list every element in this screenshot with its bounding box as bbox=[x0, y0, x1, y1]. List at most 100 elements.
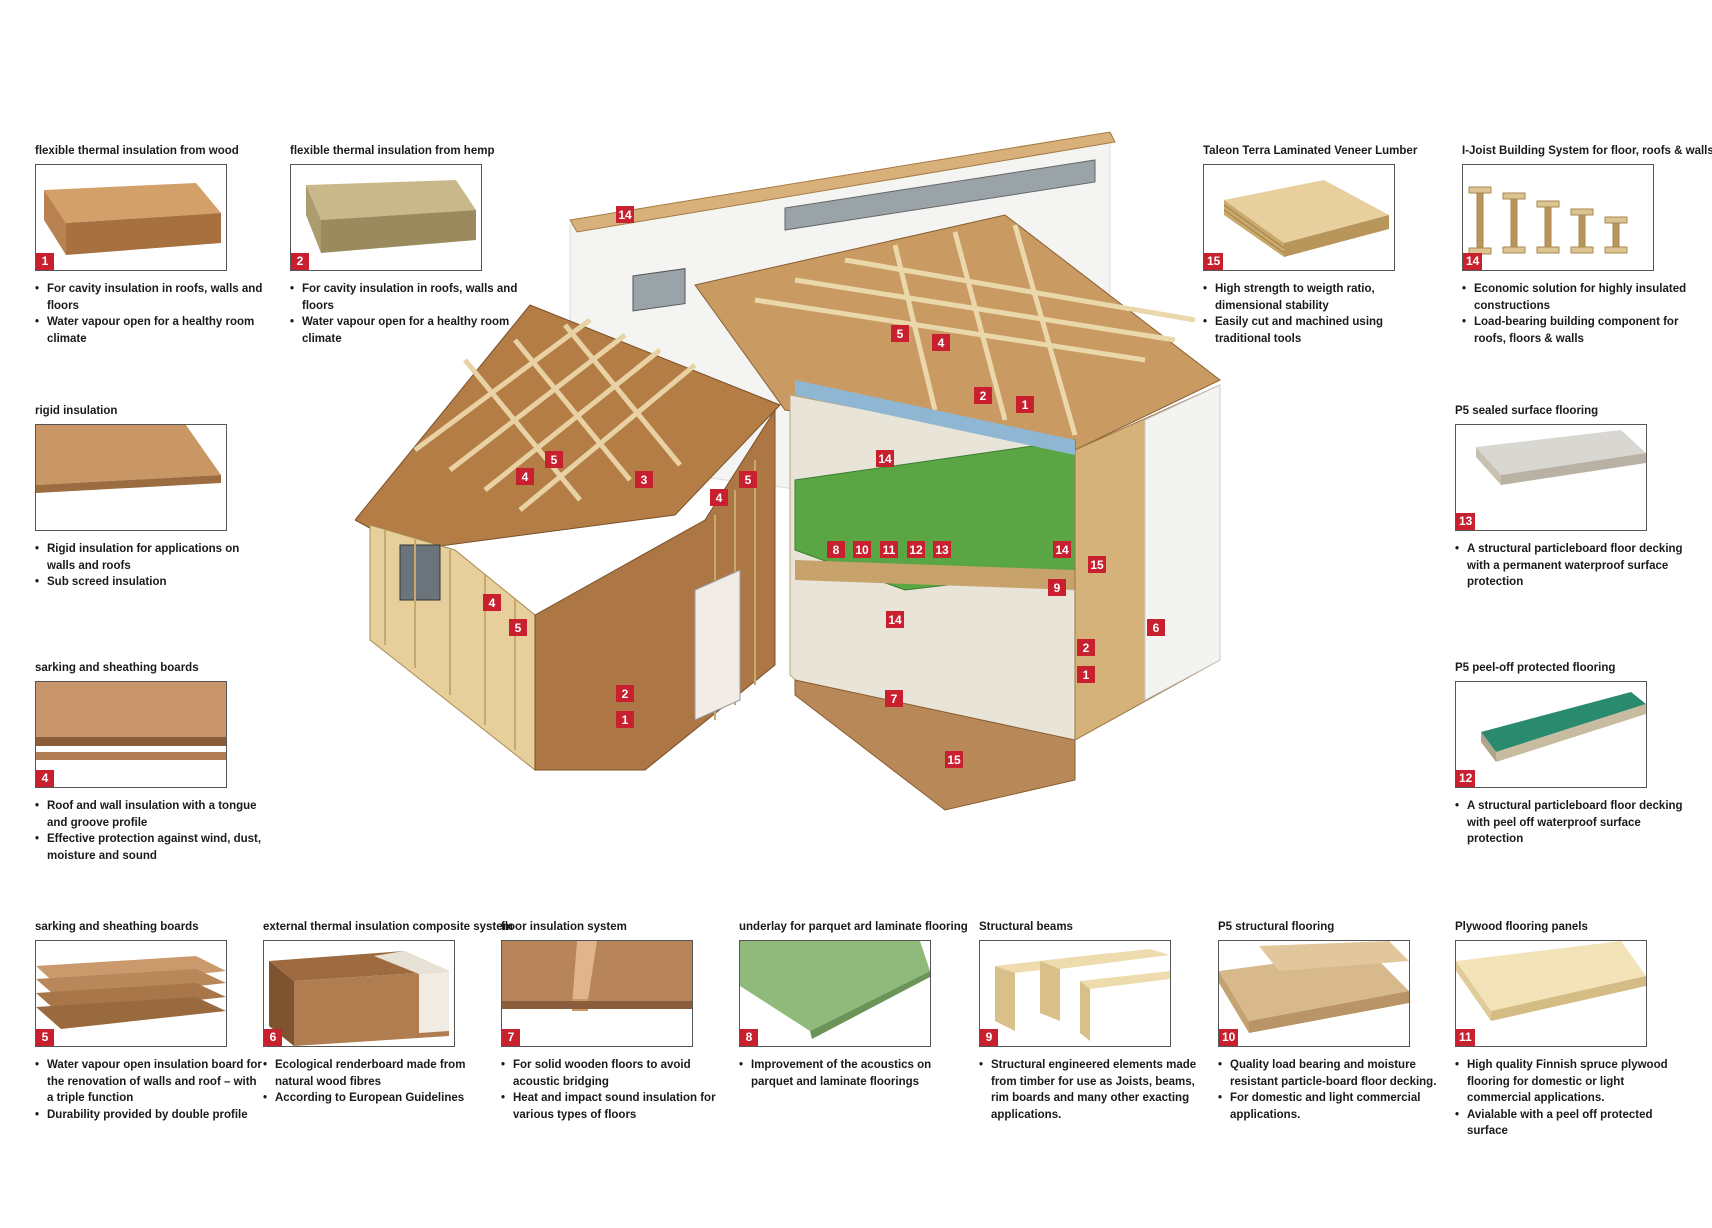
bullet-item: Water vapour open for a healthy room cli… bbox=[290, 314, 520, 347]
svg-text:2: 2 bbox=[1083, 641, 1090, 655]
product-image: 12 bbox=[1455, 681, 1647, 788]
bullet-item: According to European Guidelines bbox=[263, 1090, 493, 1107]
bullet-item: Durability provided by double profile bbox=[35, 1107, 265, 1124]
product-card-rigid-insulation: rigid insulation Rigid insulation for ap… bbox=[35, 404, 265, 591]
product-card-p5-peel-off: P5 peel-off protected flooring 12 A stru… bbox=[1455, 661, 1685, 848]
bullet-item: Sub screed insulation bbox=[35, 574, 265, 591]
bullet-item: High quality Finnish spruce plywood floo… bbox=[1455, 1057, 1685, 1107]
marker: 5 bbox=[891, 325, 909, 342]
product-card-lvl: Taleon Terra Laminated Veneer Lumber 15 … bbox=[1203, 144, 1433, 347]
rigid-board-image bbox=[36, 425, 221, 530]
bullet-item: Quality load bearing and moisture resist… bbox=[1218, 1057, 1448, 1090]
marker: 14 bbox=[616, 206, 634, 223]
left-wall-front bbox=[369, 524, 536, 772]
marker: 7 bbox=[885, 690, 903, 707]
bullet-list: For solid wooden floors to avoid acousti… bbox=[501, 1057, 731, 1123]
bullet-item: Roof and wall insulation with a tongue a… bbox=[35, 798, 265, 831]
product-card-sarking-double: sarking and sheathing boards 5 Water vap… bbox=[35, 920, 265, 1123]
bullet-list: A structural particleboard floor decking… bbox=[1455, 798, 1685, 848]
bullet-item: Heat and impact sound insulation for var… bbox=[501, 1090, 731, 1123]
marker-group: 14 5 4 2 1 14 5 4 3 4 5 4 5 2 1 8 10 11 … bbox=[483, 206, 1165, 768]
product-card-sarking-tongue: sarking and sheathing boards 4 Roof and … bbox=[35, 661, 265, 864]
svg-text:8: 8 bbox=[833, 543, 840, 557]
bullet-item: Ecological renderboard made from natural… bbox=[263, 1057, 493, 1090]
svg-text:12: 12 bbox=[909, 543, 923, 557]
marker: 15 bbox=[1088, 556, 1106, 573]
item-number-badge: 14 bbox=[1463, 253, 1483, 270]
svg-text:4: 4 bbox=[938, 336, 945, 350]
product-image: 5 bbox=[35, 940, 227, 1047]
bullet-item: A structural particleboard floor decking… bbox=[1455, 541, 1685, 591]
particleboard-image bbox=[1219, 941, 1409, 1033]
bullet-list: High strength to weigth ratio, dimension… bbox=[1203, 281, 1433, 347]
marker: 2 bbox=[1077, 639, 1095, 656]
product-image: 8 bbox=[739, 940, 931, 1047]
marker: 14 bbox=[1053, 541, 1071, 558]
product-card-i-joist: I-Joist Building System for floor, roofs… bbox=[1462, 144, 1712, 347]
bullet-item: Avialable with a peel off protected surf… bbox=[1455, 1107, 1685, 1140]
tongue-groove-board-image bbox=[36, 682, 226, 760]
bullet-list: A structural particleboard floor decking… bbox=[1455, 541, 1685, 591]
card-title: rigid insulation bbox=[35, 405, 118, 417]
card-title: I-Joist Building System for floor, roofs… bbox=[1462, 145, 1712, 157]
svg-text:14: 14 bbox=[618, 208, 632, 222]
render-board-image bbox=[269, 951, 449, 1046]
timber-beams-image bbox=[995, 949, 1170, 1041]
marker: 12 bbox=[907, 541, 925, 558]
marker: 5 bbox=[509, 619, 527, 636]
bullet-item: For solid wooden floors to avoid acousti… bbox=[501, 1057, 731, 1090]
svg-text:14: 14 bbox=[878, 452, 892, 466]
house-svg: 14 5 4 2 1 14 5 4 3 4 5 4 5 2 1 8 10 11 … bbox=[354, 131, 1221, 811]
product-image: 15 bbox=[1203, 164, 1395, 271]
bullet-list: Rigid insulation for applications on wal… bbox=[35, 541, 265, 591]
marker: 2 bbox=[974, 387, 992, 404]
svg-text:5: 5 bbox=[897, 327, 904, 341]
bullet-item: Improvement of the acoustics on parquet … bbox=[739, 1057, 969, 1090]
svg-text:2: 2 bbox=[622, 687, 629, 701]
svg-text:4: 4 bbox=[522, 470, 529, 484]
svg-text:15: 15 bbox=[947, 753, 961, 767]
svg-text:1: 1 bbox=[1083, 668, 1090, 682]
product-image: 2 bbox=[290, 164, 482, 271]
bullet-item: Economic solution for highly insulated c… bbox=[1462, 281, 1692, 314]
product-card-plywood: Plywood flooring panels 11 High quality … bbox=[1455, 920, 1685, 1140]
marker: 5 bbox=[545, 451, 563, 468]
svg-text:4: 4 bbox=[716, 491, 723, 505]
product-image: 13 bbox=[1455, 424, 1647, 531]
item-number-badge: 13 bbox=[1456, 513, 1476, 530]
svg-text:9: 9 bbox=[1054, 581, 1061, 595]
card-title: sarking and sheathing boards bbox=[35, 662, 199, 674]
svg-text:6: 6 bbox=[1153, 621, 1160, 635]
bullet-item: For cavity insulation in roofs, walls an… bbox=[35, 281, 265, 314]
marker: 4 bbox=[516, 468, 534, 485]
svg-text:5: 5 bbox=[551, 453, 558, 467]
card-title: P5 structural flooring bbox=[1218, 921, 1335, 933]
bullet-list: Structural engineered elements made from… bbox=[979, 1057, 1209, 1123]
svg-text:11: 11 bbox=[883, 543, 896, 557]
product-card-structural-beams: Structural beams 9 Structural engineered… bbox=[979, 920, 1209, 1123]
bullet-item: Structural engineered elements made from… bbox=[979, 1057, 1209, 1123]
marker: 5 bbox=[739, 471, 757, 488]
bullet-item: Load-bearing building component for roof… bbox=[1462, 314, 1692, 347]
marker: 15 bbox=[945, 751, 963, 768]
card-title: P5 peel-off protected flooring bbox=[1455, 662, 1616, 674]
card-title: sarking and sheathing boards bbox=[35, 921, 199, 933]
bullet-list: High quality Finnish spruce plywood floo… bbox=[1455, 1057, 1685, 1140]
svg-text:5: 5 bbox=[745, 473, 752, 487]
house-cutaway-illustration: 14 5 4 2 1 14 5 4 3 4 5 4 5 2 1 8 10 11 … bbox=[354, 120, 1345, 880]
bullet-item: High strength to weigth ratio, dimension… bbox=[1203, 281, 1433, 314]
i-joist-image bbox=[1468, 186, 1628, 255]
bullet-list: Economic solution for highly insulated c… bbox=[1462, 281, 1692, 347]
product-image: 14 bbox=[1462, 164, 1654, 271]
bullet-list: For cavity insulation in roofs, walls an… bbox=[290, 281, 520, 347]
card-title: external thermal insulation composite sy… bbox=[263, 921, 513, 933]
bullet-item: For domestic and light commercial applic… bbox=[1218, 1090, 1448, 1123]
card-title: Structural beams bbox=[979, 921, 1073, 933]
marker: 8 bbox=[827, 541, 845, 558]
bullet-item: Water vapour open for a healthy room cli… bbox=[35, 314, 265, 347]
product-image bbox=[35, 424, 227, 531]
item-number-badge: 8 bbox=[740, 1029, 758, 1046]
underlay-sheet-image bbox=[740, 941, 930, 1039]
svg-text:7: 7 bbox=[891, 692, 898, 706]
